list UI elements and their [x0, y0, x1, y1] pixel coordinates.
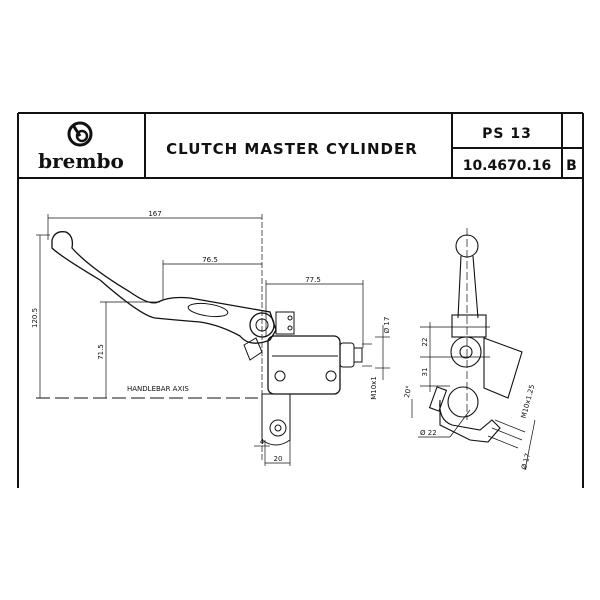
dim-bar-dia: Ø 22: [420, 429, 437, 437]
dim-offset: 4: [260, 438, 265, 446]
side-view: 167 76.5 77.5 120.5 71.5 HANDLEBAR AXIS …: [31, 210, 391, 466]
drawing-title: CLUTCH MASTER CYLINDER: [166, 140, 418, 158]
dim-clamp-width: 20: [274, 455, 283, 463]
cylinder-body: [267, 335, 341, 395]
brand-text: brembo: [38, 149, 124, 173]
model-code: PS 13: [482, 126, 532, 142]
dim-lever-height: 71.5: [97, 344, 105, 360]
dim-center-to-bar: 31: [421, 368, 429, 377]
lever: [51, 231, 277, 344]
dim-angle: 20°: [403, 385, 413, 399]
dim-cylinder-length: 77.5: [305, 276, 321, 284]
end-view: 22 31 20° Ø 22 M10x1.25 Ø 17: [403, 228, 536, 471]
dim-outlet-dia: Ø 17: [383, 317, 391, 334]
dim-end-outlet-dia: Ø 17: [520, 452, 532, 470]
dim-lever-to-axis: 76.5: [202, 256, 218, 264]
dim-thread: M10x1: [370, 376, 378, 400]
revision: B: [566, 158, 578, 174]
dim-end-thread: M10x1.25: [520, 384, 537, 420]
part-number: 10.4670.16: [463, 158, 552, 174]
handlebar-axis-label: HANDLEBAR AXIS: [127, 385, 189, 393]
drawing-frame: [17, 112, 584, 488]
dim-overall-length: 167: [148, 210, 161, 218]
brembo-logo: brembo: [38, 121, 124, 173]
reservoir: [483, 337, 523, 399]
dim-pivot-to-center: 22: [421, 338, 429, 347]
dim-overall-height: 120.5: [31, 308, 39, 328]
